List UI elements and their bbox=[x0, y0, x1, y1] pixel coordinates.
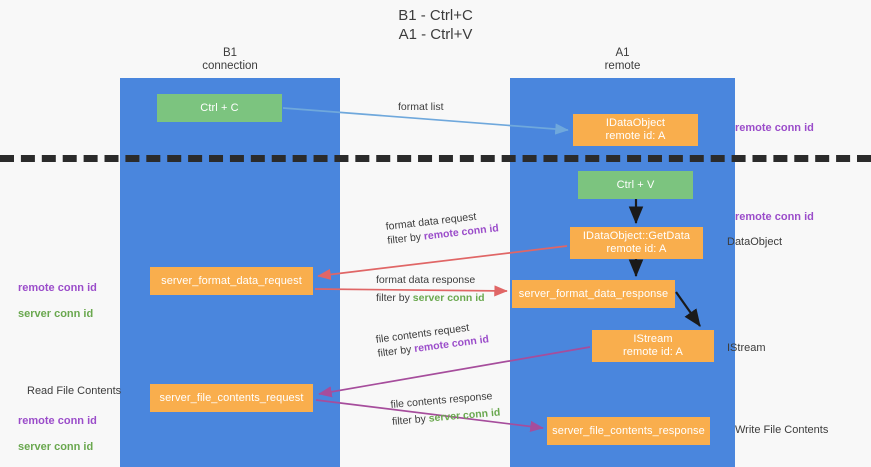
column-header-a1: A1 remote bbox=[604, 47, 641, 72]
node-server-format-data-response[interactable]: server_format_data_response bbox=[512, 280, 675, 308]
arrow-response-to-istream bbox=[675, 291, 701, 327]
legend-remote-conn-id-top: remote conn id bbox=[18, 282, 97, 294]
edge-label-fdresp-filter-prefix: filter by bbox=[376, 292, 413, 304]
arrow-file-contents-request bbox=[318, 346, 591, 398]
diagram-title: B1 - Ctrl+C A1 - Ctrl+V bbox=[398, 7, 473, 43]
node-server-file-contents-response-label: server_file_contents_response bbox=[552, 424, 705, 437]
node-ctrl-v[interactable]: Ctrl + V bbox=[578, 171, 693, 199]
annotation-dataobject: DataObject bbox=[727, 236, 783, 248]
node-server-format-data-request[interactable]: server_format_data_request bbox=[150, 267, 313, 295]
arrow-format-data-response bbox=[314, 285, 508, 297]
annotation-read-file-contents: Read File Contents bbox=[27, 385, 122, 397]
node-istream[interactable]: IStream remote id: A bbox=[592, 330, 714, 362]
annotation-remote-conn-id-top: remote conn id bbox=[735, 122, 814, 134]
edge-label-format-data-response: format data response filter by server co… bbox=[376, 273, 485, 305]
annotation-write-file-contents: Write File Contents bbox=[735, 424, 829, 436]
annotation-remote-conn-id-mid: remote conn id bbox=[735, 211, 814, 223]
node-server-format-data-response-label: server_format_data_response bbox=[518, 287, 669, 300]
node-idataobject-getdata[interactable]: IDataObject::GetData remote id: A bbox=[570, 227, 703, 259]
node-ctrl-c[interactable]: Ctrl + C bbox=[157, 94, 282, 122]
node-ctrl-v-label: Ctrl + V bbox=[616, 178, 655, 191]
arrow-format-data-request bbox=[317, 245, 568, 281]
node-idataobject-label: IDataObject bbox=[605, 117, 666, 129]
phase-divider bbox=[0, 155, 871, 162]
legend-server-conn-id-bottom: server conn id bbox=[18, 441, 94, 453]
node-server-file-contents-request-label: server_file_contents_request bbox=[159, 391, 304, 404]
edge-label-format-data-response-text: format data response bbox=[376, 274, 476, 286]
legend-conn-ids-bottom: remote conn id server conn id bbox=[18, 402, 97, 467]
edge-label-fcresp-filter-prefix: filter by bbox=[391, 412, 430, 428]
annotation-istream: IStream bbox=[727, 342, 766, 354]
node-server-file-contents-response[interactable]: server_file_contents_response bbox=[547, 417, 710, 445]
legend-remote-conn-id-bottom: remote conn id bbox=[18, 415, 97, 427]
node-ctrl-c-label: Ctrl + C bbox=[200, 101, 239, 114]
legend-conn-ids-top: remote conn id server conn id bbox=[18, 269, 97, 334]
node-idataobject-sub: remote id: A bbox=[605, 130, 666, 142]
node-idataobject-getdata-sub: remote id: A bbox=[606, 243, 667, 255]
node-idataobject[interactable]: IDataObject remote id: A bbox=[573, 114, 698, 146]
node-idataobject-getdata-label: IDataObject::GetData bbox=[582, 230, 691, 242]
edge-label-format-list: format list bbox=[398, 100, 444, 114]
node-istream-label: IStream bbox=[633, 333, 673, 345]
node-server-file-contents-request[interactable]: server_file_contents_request bbox=[150, 384, 313, 412]
node-istream-sub: remote id: A bbox=[623, 346, 683, 358]
node-server-format-data-request-label: server_format_data_request bbox=[161, 274, 302, 287]
arrow-format-list bbox=[282, 107, 569, 135]
arrow-file-contents-response bbox=[315, 399, 544, 433]
edge-label-fdresp-filter-key: server conn id bbox=[412, 292, 485, 304]
legend-server-conn-id-top: server conn id bbox=[18, 308, 94, 320]
edge-label-format-list-text: format list bbox=[398, 101, 444, 113]
column-header-b1: B1 connection bbox=[202, 47, 258, 72]
